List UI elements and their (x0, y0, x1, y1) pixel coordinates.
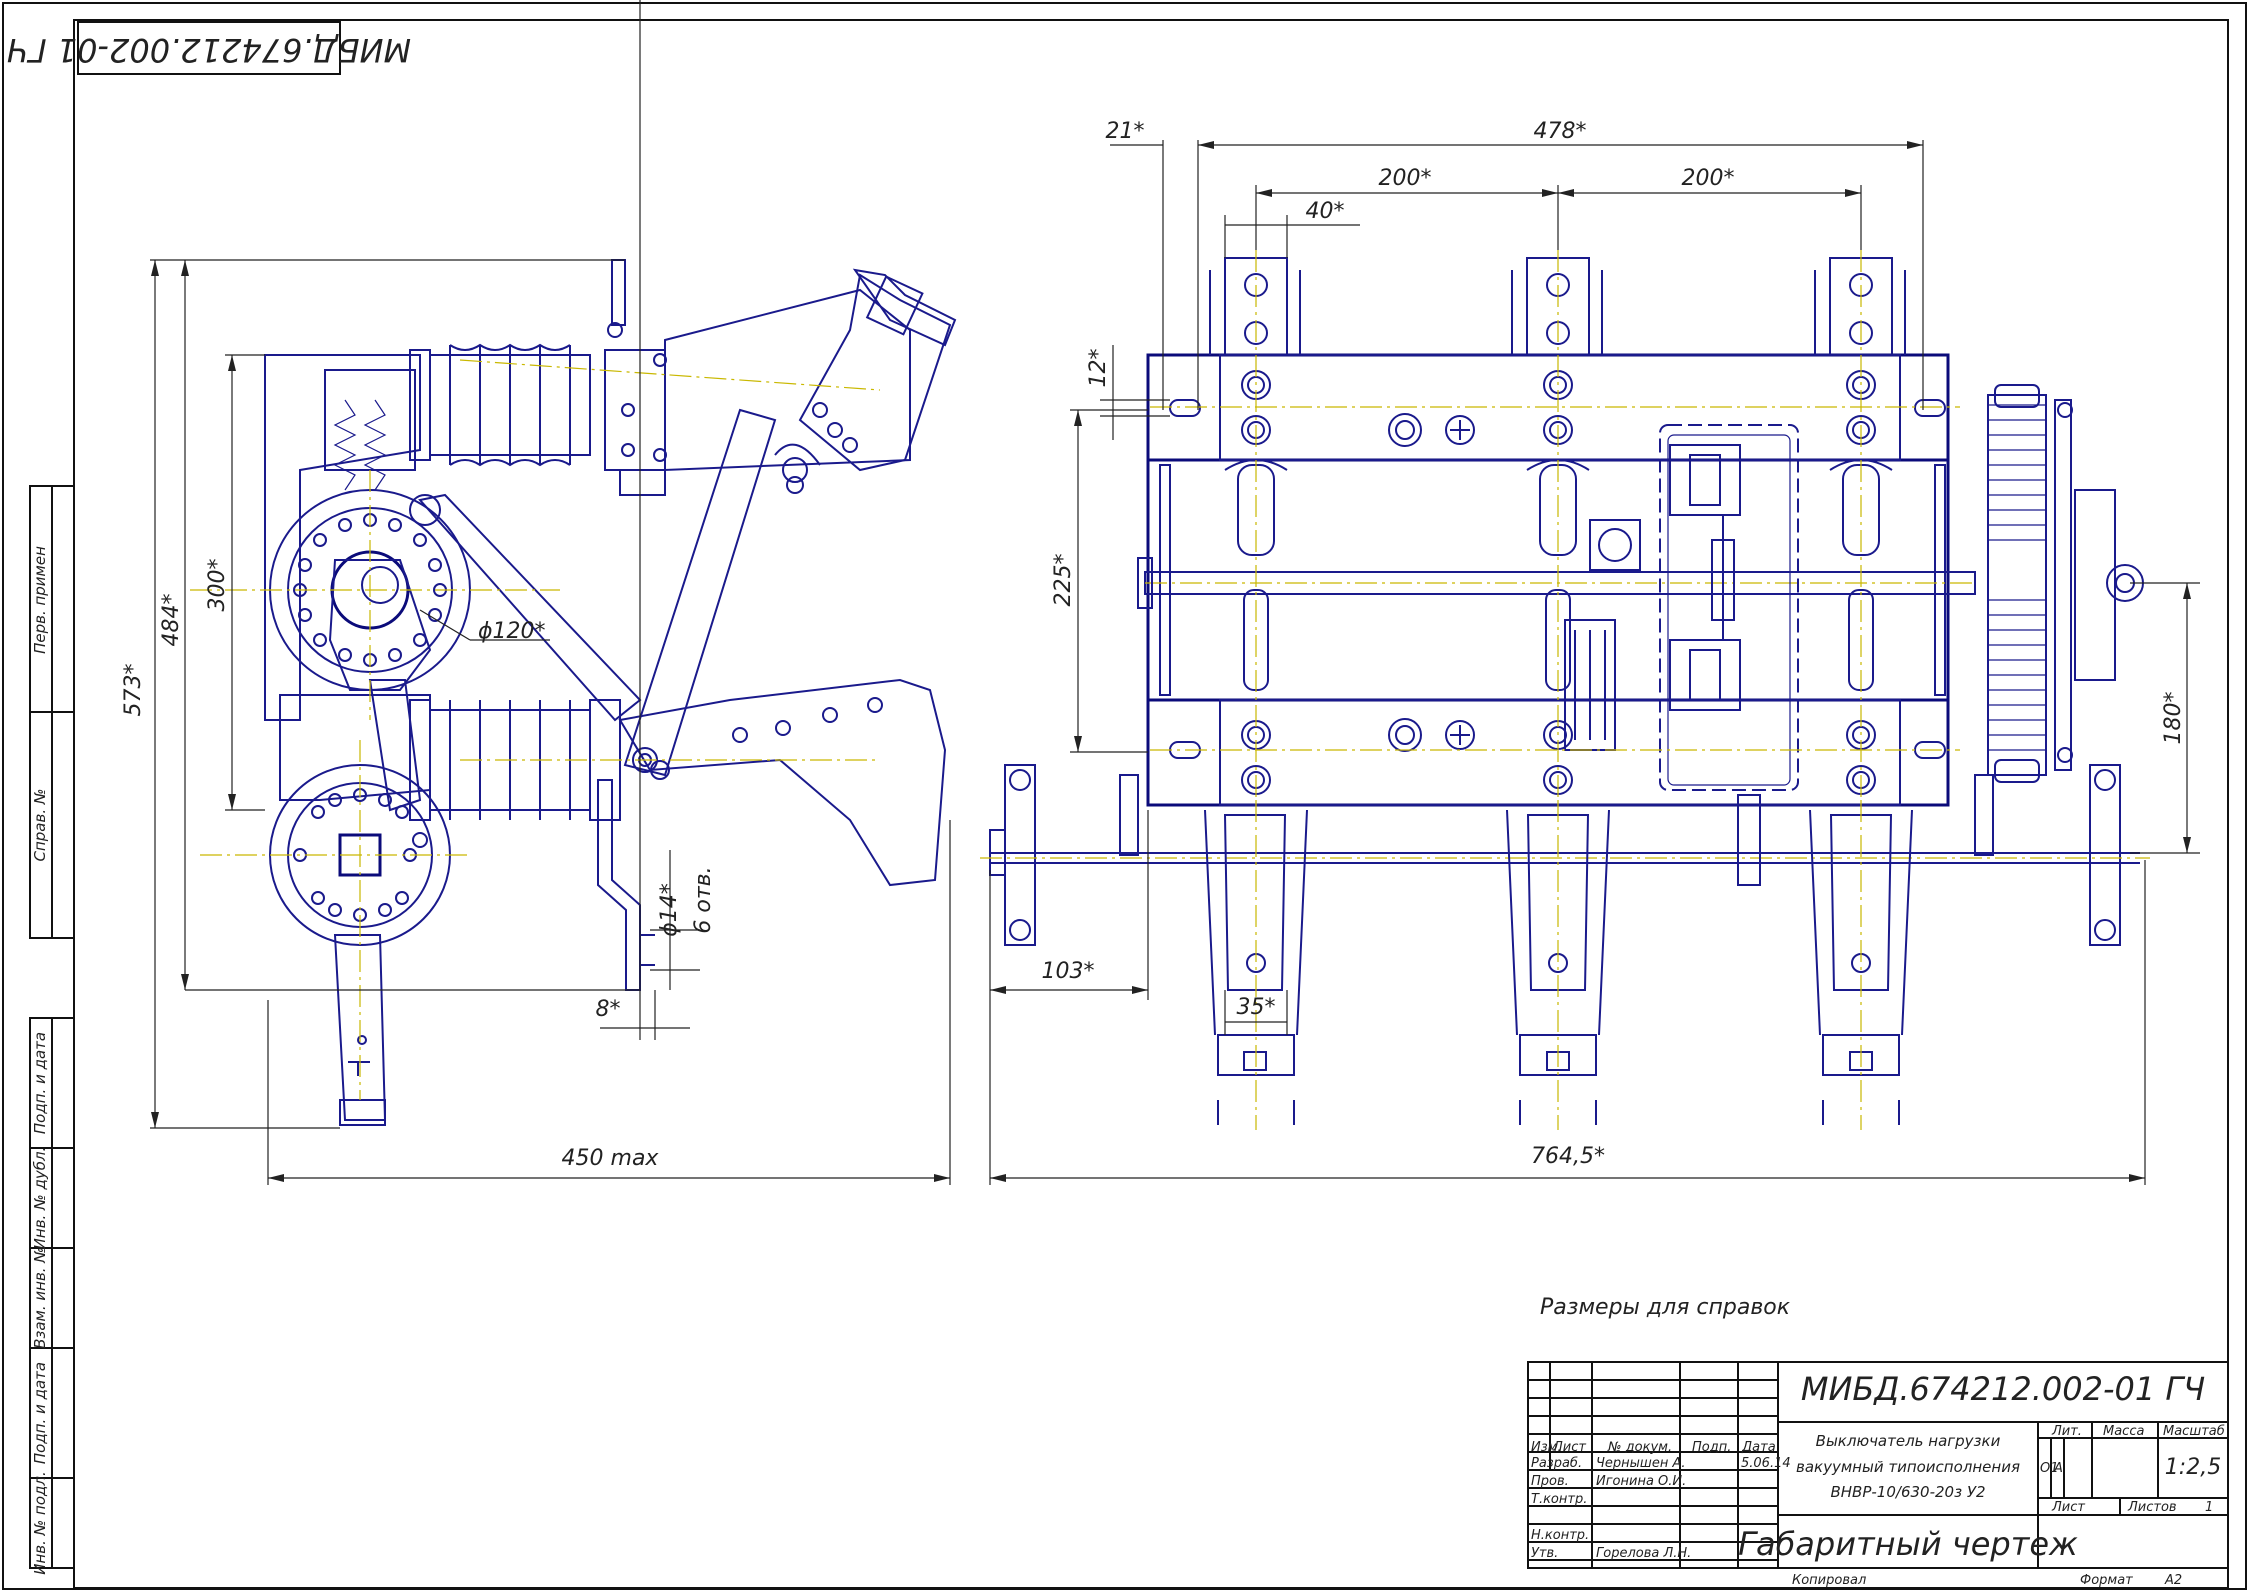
tb-sheet-label: Лист (2051, 1500, 2085, 1515)
tb-doc-title: Габаритный чертеж (1738, 1525, 2078, 1563)
tb-kopiroval: Копировал (1792, 1573, 1866, 1588)
dim-40: 40* (1306, 199, 1345, 224)
tb-hdr-massa: Масса (2103, 1424, 2144, 1439)
tb-role-prov: Пров. (1531, 1474, 1569, 1489)
dim-21: 21* (1106, 119, 1145, 144)
bottom-blade-2 (1519, 800, 1597, 1130)
dim-200-b: 200* (1682, 166, 1735, 191)
stamp-podp-data-1: Подп. и дата (31, 1032, 49, 1134)
top-terminal-3 (1814, 257, 1906, 356)
tb-name-utv: Горелова Л.Н. (1596, 1546, 1691, 1561)
tb-role-tkontr: Т.контр. (1531, 1492, 1587, 1507)
dim-300: 300* (205, 559, 230, 612)
tb-hdr-podp: Подп. (1692, 1440, 1731, 1455)
tb-role-razrab: Разраб. (1531, 1456, 1582, 1471)
dim-450: 450 max (562, 1146, 660, 1171)
tb-scale: 1:2,5 (2165, 1455, 2221, 1480)
stamp-sprav-no: Справ. № (31, 789, 49, 862)
dim-764: 764,5* (1531, 1144, 1605, 1169)
dim-573: 573* (121, 664, 146, 717)
tb-lit-o1: О1 (2040, 1461, 2059, 1476)
tb-code: МИБД.674212.002-01 ГЧ (1801, 1370, 2205, 1408)
spring-drive (1987, 384, 2144, 783)
top-terminal-1 (1209, 257, 1301, 356)
tb-sheets-label: Листов (2127, 1500, 2177, 1515)
tb-hdr-data: Дата (1741, 1440, 1776, 1455)
top-terminal-2 (1511, 257, 1603, 356)
tb-product-line1: Выключатель нагрузки (1816, 1432, 2001, 1450)
dim-103: 103* (1042, 959, 1095, 984)
tb-hdr-lit: Лит. (2051, 1424, 2082, 1439)
side-stamp: Перв. примен Справ. № Подп. и дата Инв. … (29, 485, 75, 1575)
dim-8: 8* (596, 997, 621, 1022)
dim-12: 12* (1086, 349, 1111, 388)
upper-insulator (429, 343, 591, 467)
top-code-box: МИБД.674212.002-01 ГЧ (7, 21, 411, 75)
stamp-podp-data-2: Подп. и дата (31, 1362, 49, 1464)
tb-lit-a: А (2053, 1461, 2063, 1476)
dim-200-a: 200* (1379, 166, 1432, 191)
tb-date-razrab: 5.06.14 (1741, 1456, 1791, 1471)
side-view: 573* 484* 300* ϕ120* ϕ14* 6 отв. 8* (121, 0, 957, 1185)
tb-role-nkontr: Н.контр. (1531, 1528, 1589, 1543)
side-view-dimensions: 573* 484* 300* ϕ120* ϕ14* 6 отв. 8* (121, 0, 951, 1185)
tb-hdr-masshtab: Масштаб (2163, 1424, 2225, 1439)
tb-format-label: Формат (2080, 1573, 2133, 1588)
title-block: Изм. Лист № докум. Подп. Дата Разраб. Че… (1527, 1361, 2229, 1588)
dim-225: 225* (1051, 554, 1076, 607)
dim-180: 180* (2161, 692, 2186, 745)
front-view-dimensions: 21* 478* 200* 200* 40* 12* (989, 119, 2200, 1185)
top-code-text: МИБД.674212.002-01 ГЧ (7, 31, 411, 69)
tb-hdr-izm: Изм. (1531, 1440, 1562, 1455)
dim-35: 35* (1237, 995, 1276, 1020)
dim-484: 484* (159, 594, 184, 647)
stamp-perv-primen: Перв. примен (31, 546, 49, 654)
tb-hdr-dokum: № докум. (1607, 1440, 1672, 1455)
bottom-blade-1 (1217, 800, 1295, 1130)
dim-120: ϕ120* (478, 619, 546, 644)
stamp-vzam-inv: Взам. инв. № (31, 1247, 49, 1349)
tb-product-line3: ВНВР-10/630-20з У2 (1830, 1483, 1985, 1501)
dim-14: ϕ14* (657, 883, 682, 937)
stamp-inv-dubl: Инв. № дубл. (31, 1147, 49, 1250)
tb-name-prov: Игонина О.И. (1596, 1474, 1686, 1489)
tb-sheets-value: 1 (2205, 1500, 2213, 1515)
tb-format-value: А2 (2164, 1573, 2182, 1588)
tb-hdr-list: Лист (1552, 1440, 1586, 1455)
front-view: 21* 478* 200* 200* 40* 12* (980, 119, 2200, 1185)
bottom-blade-3 (1822, 800, 1900, 1130)
stamp-inv-podl: Инв. № подл. (31, 1471, 49, 1574)
dim-6-otv: 6 отв. (691, 866, 716, 933)
reference-note: Размеры для справок (1540, 1295, 1791, 1320)
tb-product-line2: вакуумный типоисполнения (1796, 1458, 2020, 1476)
tb-role-utv: Утв. (1531, 1546, 1558, 1561)
tb-name-razrab: Чернышен А. (1596, 1456, 1685, 1471)
dim-478: 478* (1534, 119, 1587, 144)
